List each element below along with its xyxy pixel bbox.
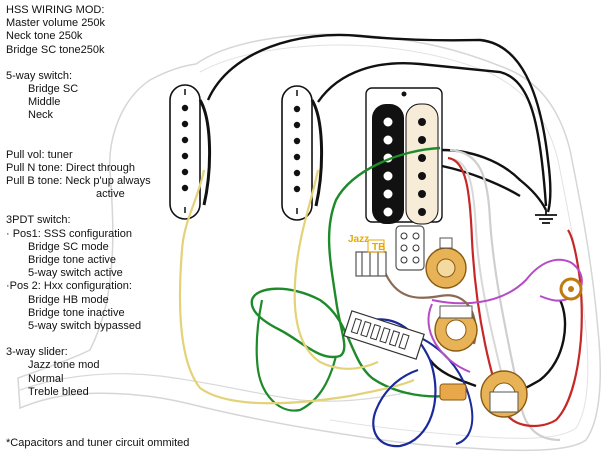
3pdt-switch — [395, 225, 425, 271]
notes-title: HSS WIRING MOD: — [6, 4, 105, 16]
green-wire — [250, 146, 447, 398]
pos1-title: · Pos1: SSS configuration — [6, 227, 132, 240]
pos2-item: Bridge tone inactive — [28, 306, 125, 319]
pickguard-outline — [17, 33, 601, 452]
pos1-item: Bridge SC mode — [28, 240, 109, 253]
pos1-item: Bridge tone active — [28, 254, 117, 267]
middle-single-coil-pickup — [281, 85, 324, 221]
pickguard-inner-edge — [199, 44, 589, 439]
capacitor — [439, 383, 467, 401]
tb-highlight — [367, 239, 385, 253]
switch5-item: Bridge SC — [28, 83, 79, 96]
wiring-notes: HSS WIRING MOD: Master volume 250k Neck … — [6, 4, 186, 399]
green-wire-2 — [255, 299, 338, 412]
slider-item: Normal — [28, 372, 64, 385]
pot-line: Bridge SC tone250k — [6, 43, 105, 56]
slider-title: 3-way slider: — [6, 346, 68, 359]
pull-b-cont: active — [96, 188, 125, 201]
yellow-wire-middle — [293, 169, 379, 370]
pull-line: Pull N tone: Direct through — [6, 161, 136, 174]
pull-b-line: Pull B tone: Neck p'up always — [6, 175, 151, 188]
slider-item: Treble bleed — [28, 385, 89, 398]
pot-line: Master volume 250k — [6, 17, 106, 30]
pot-line: Neck tone 250k — [6, 30, 83, 43]
pos2-item: Bridge HB mode — [28, 293, 109, 306]
3pdt-title: 3PDT switch: — [6, 214, 71, 227]
red-wire — [447, 156, 583, 427]
neck-single-coil-pickup — [169, 84, 212, 220]
pickguard-lower-contour — [19, 373, 411, 402]
bridge-humbucker-pickup — [365, 87, 443, 225]
footnote: *Capacitors and tuner circuit ommited — [6, 437, 190, 449]
volume-pot — [425, 237, 467, 289]
pull-line: Pull vol: tuner — [6, 148, 73, 161]
purple-wire-2 — [427, 303, 471, 373]
bridge-tone-pot — [480, 370, 528, 418]
yellow-wire-neck — [178, 169, 415, 405]
jazz-label: Jazz — [348, 234, 369, 245]
ground-symbol — [535, 210, 557, 224]
tb-label: TB — [372, 242, 385, 253]
slider-item: Jazz tone mod — [28, 359, 100, 372]
switch5-item: Neck — [28, 109, 54, 122]
switch5-title: 5-way switch: — [6, 69, 73, 82]
5-way-switch — [343, 310, 425, 360]
output-jack — [559, 277, 583, 301]
3-way-slider — [355, 251, 387, 277]
pos1-item: 5-way switch active — [28, 267, 123, 280]
pos2-item: 5-way switch bypassed — [28, 320, 142, 333]
purple-wire — [431, 258, 583, 305]
switch5-item: Middle — [28, 96, 61, 109]
neck-tone-pot — [434, 305, 478, 352]
pos2-title: ·Pos 2: Hxx configuration: — [6, 280, 132, 293]
